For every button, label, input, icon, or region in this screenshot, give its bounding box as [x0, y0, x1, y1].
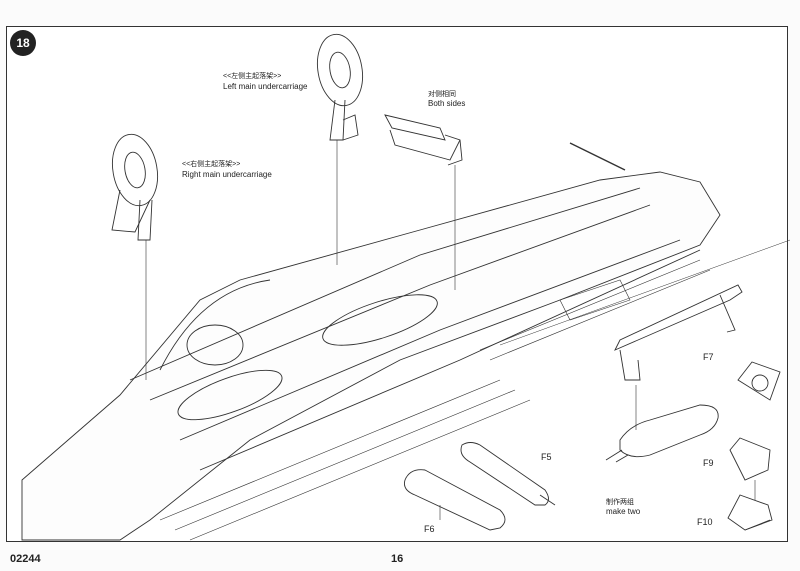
wing-outline	[21, 171, 721, 541]
product-code: 02244	[10, 553, 41, 565]
drop-tank-drawing	[605, 385, 719, 463]
step-number-badge: 18	[10, 30, 36, 56]
make-two-label: make two	[606, 507, 641, 516]
gear-door-assembly-drawing	[384, 114, 463, 290]
page-number: 16	[391, 553, 404, 565]
make-two-label-cn: 制作两组	[606, 499, 634, 506]
part-f7-label: F7	[703, 352, 714, 362]
part-f6-label: F6	[424, 524, 435, 534]
part-f10-label: F10	[697, 517, 713, 527]
flap-panel-grid	[159, 259, 711, 541]
part-f5-label: F5	[541, 452, 552, 462]
part-f9-label: F9	[703, 458, 714, 468]
left-main-undercarriage-drawing	[317, 33, 363, 265]
wheel-well-right	[177, 369, 283, 421]
tail-cone-drawing	[737, 361, 781, 401]
wheel-well-left	[322, 294, 438, 346]
right-main-undercarriage-drawing	[111, 133, 158, 380]
right-main-undercarriage-label-cn: <<右侧主起落架>>	[182, 161, 241, 168]
f7-bracket-drawing	[614, 284, 743, 381]
right-main-undercarriage-label: Right main undercarriage	[182, 170, 272, 179]
f6-part-drawing	[404, 469, 506, 531]
left-main-undercarriage-label: Left main undercarriage	[223, 82, 308, 91]
f9-part-drawing	[729, 437, 771, 500]
f10-part-drawing	[727, 494, 773, 531]
f5-part-drawing	[460, 442, 556, 506]
both-sides-label-cn: 对侧相同	[428, 91, 456, 98]
both-sides-label: Both sides	[428, 99, 466, 108]
left-main-undercarriage-label-cn: <<左侧主起落架>>	[223, 73, 282, 80]
